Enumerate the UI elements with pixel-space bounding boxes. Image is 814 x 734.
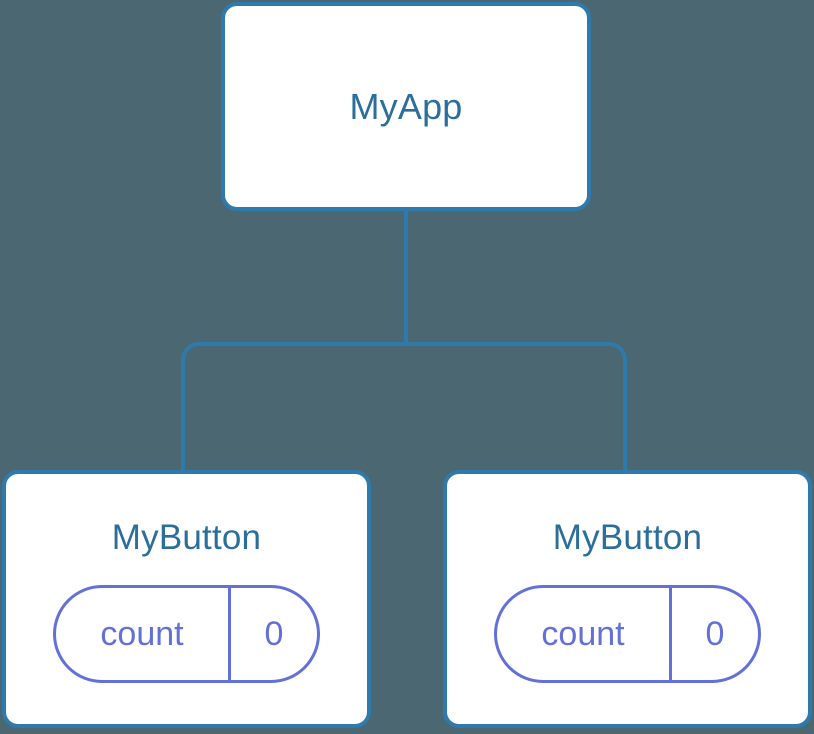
edge-to-child-1 [181,342,406,472]
state-pill-left-key: count [56,588,231,680]
state-pill-left[interactable]: count 0 [53,585,320,683]
node-mybutton-left[interactable]: MyButton count 0 [2,470,371,728]
node-mybutton-right[interactable]: MyButton count 0 [443,470,812,728]
state-pill-right-value: 0 [705,615,725,653]
node-myapp[interactable]: MyApp [221,2,591,211]
node-mybutton-left-title: MyButton [111,518,262,557]
edge-to-child-2 [406,342,627,472]
state-pill-left-value: 0 [264,615,284,653]
node-myapp-title: MyApp [349,85,463,127]
state-pill-right[interactable]: count 0 [494,585,761,683]
state-pill-right-key: count [497,588,672,680]
node-mybutton-right-title: MyButton [552,518,703,557]
